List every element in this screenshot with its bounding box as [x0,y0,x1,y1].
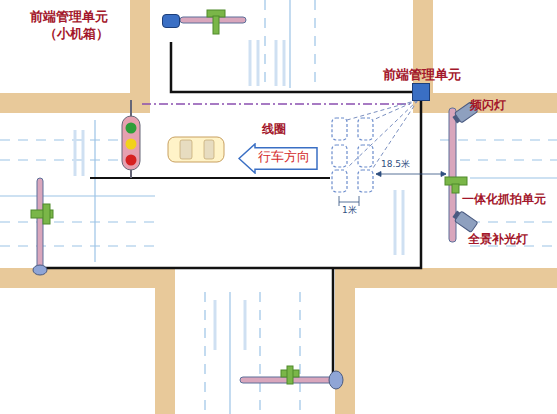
traffic-light [122,100,140,178]
cable-connector [171,42,383,92]
front-end-unit-small: 前端管理单元（小机箱） [30,8,180,42]
arrow-outline [239,144,317,173]
bottom-pole [240,366,343,389]
capture-unit [445,177,467,193]
unit-box [412,83,430,101]
dimension-18-5 [376,172,446,177]
signal-cable [142,103,410,105]
induction-coils [332,118,373,192]
front-end-unit: 前端管理单元 [383,66,461,101]
right-pole [445,102,478,242]
dimension-label: 18.5米 [380,159,411,170]
top-left-pole [180,10,246,34]
coil-leader-lines [347,100,418,168]
power-cables [40,100,421,378]
panorama-lamp [451,209,478,233]
left-pole [31,178,53,275]
capture-unit-label: 一体化抓拍单元 [462,192,546,207]
strobe-lamp-label: 频闪灯 [470,98,506,113]
node-text: （小机箱） [30,25,180,42]
node-text: 前端管理单元 [30,8,180,25]
coil-label: 线圈 [262,122,286,137]
center-line [90,177,330,179]
direction-arrow: 行车方向 [238,143,318,174]
panorama-lamp-label: 全景补光灯 [468,232,528,247]
dimension-label: 1米 [341,205,358,216]
cabinet-box [162,14,180,28]
node-text: 行车方向 [238,143,318,170]
node-text: 前端管理单元 [383,66,461,83]
car [168,137,224,162]
cable-stub [383,91,412,94]
crosswalks [75,40,403,350]
